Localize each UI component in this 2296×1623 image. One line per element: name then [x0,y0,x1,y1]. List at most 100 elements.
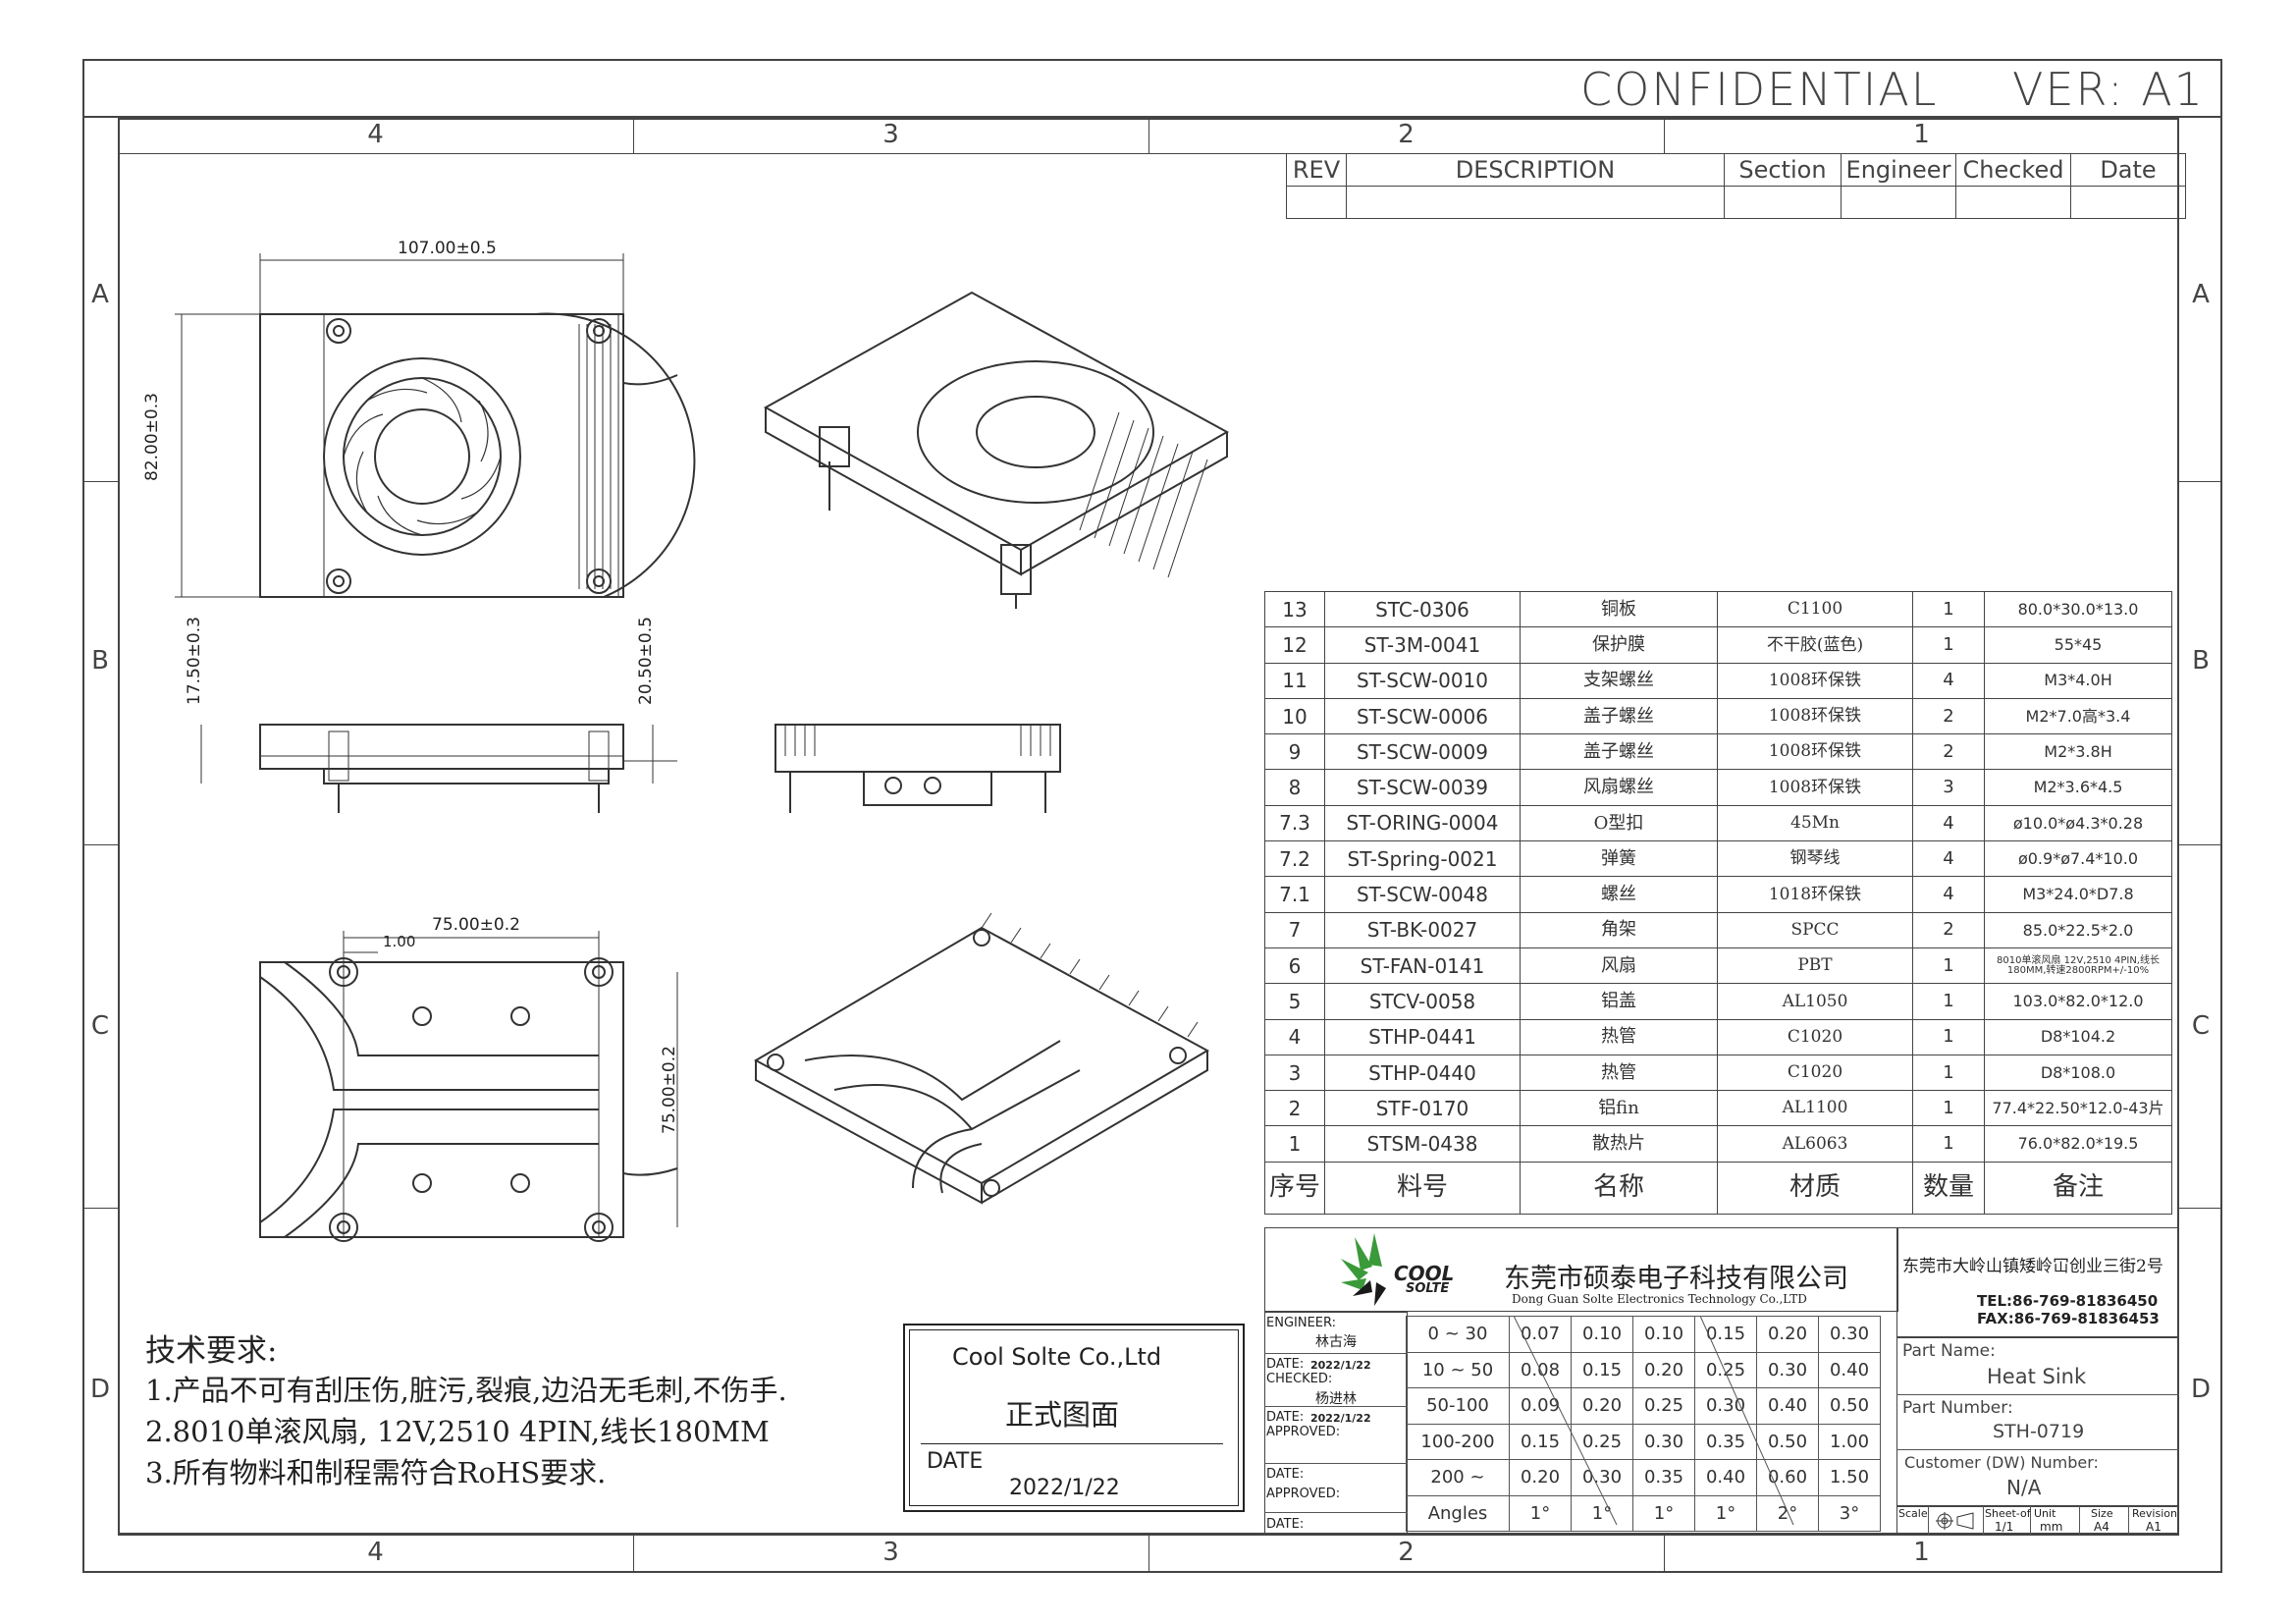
bom-cell-part: STCV-0058 [1324,983,1521,1020]
bom-cell-material: PBT [1717,947,1913,985]
bom-cell-material: C1100 [1717,590,1913,628]
section-header: Section [1724,153,1842,187]
stamp-date-label: DATE [927,1449,984,1474]
top-view [175,253,696,598]
bom-cell-material: 45Mn [1717,804,1913,842]
date-header: Date [2070,153,2186,187]
engineer-name: 林古海 [1315,1334,1357,1350]
bom-cell-note: 85.0*22.5*2.0 [1984,911,2172,948]
bom-cell-material: C1020 [1717,1054,1913,1092]
bom-cell-no: 7.3 [1264,804,1325,842]
bom-cell-note: ø10.0*ø4.3*0.28 [1984,804,2172,842]
bom-cell-part: STSM-0438 [1324,1125,1521,1163]
bom-cell-name: 风扇螺丝 [1520,769,1718,806]
tolerance-value: 0.50 [1818,1387,1881,1425]
bom-cell-no: 7.2 [1264,840,1325,878]
bom-cell-material: 1008环保铁 [1717,697,1913,735]
part-name-value: Heat Sink [1987,1365,2087,1388]
zone-col-3-bottom: 3 [882,1538,899,1567]
zone-divider [2179,1208,2222,1209]
unit-value: mm [2040,1520,2063,1534]
bom-cell-note: 8010单滚风扇 12V,2510 4PIN,线长180MM,转速2800RPM… [1984,947,2172,985]
date-value-1: 2022/1/22 [1310,1359,1371,1372]
zone-divider [82,1208,118,1209]
bom-cell-note: D8*104.2 [1984,1018,2172,1055]
sheet-value: 1/1 [1995,1520,2014,1534]
bom-cell-part: ST-SCW-0006 [1324,697,1521,735]
part-number-label: Part Number: [1902,1398,2013,1418]
bom-cell-qty: 4 [1912,840,1985,878]
bom-cell-note: 76.0*82.0*19.5 [1984,1125,2172,1163]
revision-value: A1 [2146,1520,2162,1534]
tolerance-value: 0.07 [1509,1316,1572,1353]
bom-cell-name: 盖子螺丝 [1520,733,1718,771]
tolerance-value: 0.15 [1694,1316,1757,1353]
bom-cell-name: 风扇 [1520,947,1718,985]
requirement-2: 2.8010单滚风扇, 12V,2510 4PIN,线长180MM [145,1415,770,1448]
zone-row-d-right: D [2190,1375,2212,1404]
bom-cell-qty: 2 [1912,697,1985,735]
bom-cell-qty: 1 [1912,1090,1985,1127]
sheet-divider [2128,1506,2129,1535]
zone-divider [1664,1535,1665,1572]
bom-cell-material: AL1100 [1717,1090,1913,1127]
bom-cell-part: STC-0306 [1324,590,1521,628]
tolerance-row: 10 ~ 500.080.150.200.250.300.40 [1406,1351,1881,1388]
bom-cell-name: 支架螺丝 [1520,662,1718,699]
zone-col-2-bottom: 2 [1398,1538,1415,1567]
description-header: DESCRIPTION [1346,153,1725,187]
bom-cell-note: ø0.9*ø7.4*10.0 [1984,840,2172,878]
top-iso-view [763,291,1230,609]
bom-cell-note: M2*3.8H [1984,733,2172,771]
bom-cell-name: 保护膜 [1520,626,1718,664]
bom-header-note: 备注 [1984,1161,2172,1215]
bom-cell-note: 77.4*22.50*12.0-43片 [1984,1090,2172,1127]
bom-cell-material: AL1050 [1717,983,1913,1020]
sheet-divider [2030,1506,2031,1535]
logo-text-top: COOL [1394,1262,1455,1285]
tolerance-range: Angles [1406,1494,1510,1532]
dim-side-left-height: 17.50±0.3 [185,617,204,705]
bom-cell-qty: 1 [1912,590,1985,628]
bom-cell-no: 5 [1264,983,1325,1020]
bom-header-name: 名称 [1520,1161,1718,1215]
bom-cell-qty: 1 [1912,983,1985,1020]
tolerance-value: 0.35 [1694,1423,1757,1460]
bom-cell-name: O型扣 [1520,804,1718,842]
dim-side-right-height: 20.50±0.5 [636,617,656,705]
part-info-block [1896,1337,2179,1506]
bom-cell-note: D8*108.0 [1984,1054,2172,1092]
zone-row-d: D [89,1375,111,1404]
size-label: Size [2091,1507,2113,1520]
tolerance-value: 0.35 [1632,1459,1695,1496]
bom-cell-part: ST-SCW-0039 [1324,769,1521,806]
tolerance-value: 1.50 [1818,1459,1881,1496]
size-value: A4 [2094,1520,2109,1534]
bom-cell-name: 热管 [1520,1054,1718,1092]
bom-cell-note: M3*24.0*D7.8 [1984,876,2172,913]
bom-header-no: 序号 [1264,1161,1325,1215]
bom-cell-name: 铜板 [1520,590,1718,628]
tolerance-value: 0.30 [1756,1351,1819,1388]
bom-cell-name: 铝盖 [1520,983,1718,1020]
tolerance-range: 200 ~ [1406,1459,1510,1496]
projection-symbol-icon [1936,1512,1974,1530]
date-label-2: DATE: [1266,1410,1305,1425]
bom-cell-material: 钢琴线 [1717,840,1913,878]
tolerance-value: 0.20 [1632,1351,1695,1388]
date-label-4: DATE: [1266,1517,1305,1532]
tolerance-value: 0.25 [1694,1351,1757,1388]
bom-cell-note: 55*45 [1984,626,2172,664]
zone-divider [82,844,118,845]
scale-label: Scale [1898,1507,1928,1520]
company-logo-icon [1341,1233,1386,1306]
bom-cell-note: 80.0*30.0*13.0 [1984,590,2172,628]
bom-cell-no: 8 [1264,769,1325,806]
tolerance-value: 3° [1818,1494,1881,1532]
